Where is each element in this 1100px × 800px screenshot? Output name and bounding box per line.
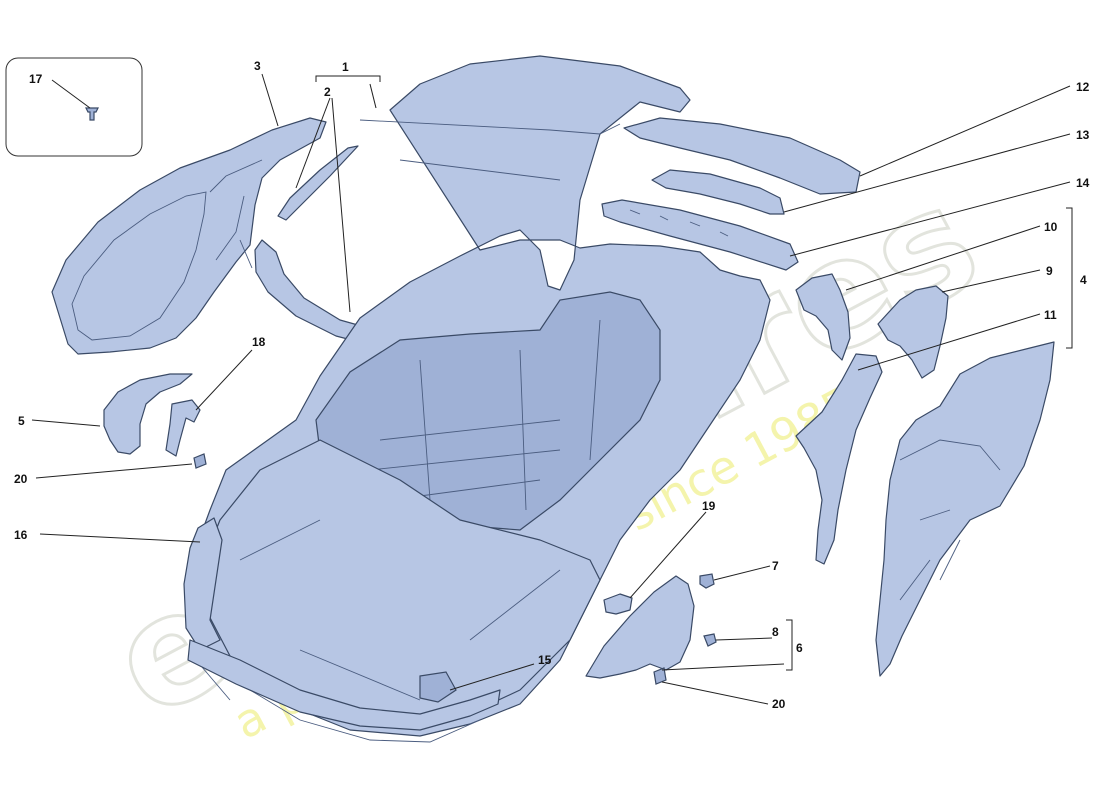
callout-6: 6: [796, 641, 803, 655]
callout-20-lower: 20: [772, 697, 786, 711]
part-13-rear-trim[interactable]: [651, 169, 785, 215]
part-6-front-fender-right[interactable]: [585, 575, 695, 679]
part-14-rear-crossmember[interactable]: [601, 199, 799, 271]
callout-1: 1: [342, 60, 349, 74]
part-5-front-fender-left[interactable]: [103, 373, 193, 455]
callout-11: 11: [1044, 308, 1057, 322]
callout-4: 4: [1080, 273, 1087, 287]
part-7-clip[interactable]: [699, 573, 715, 589]
part-11-rear-side-member[interactable]: [795, 353, 883, 565]
part-20-clip-lower[interactable]: [653, 667, 667, 685]
callout-15: 15: [538, 653, 552, 667]
callout-14: 14: [1076, 176, 1090, 190]
part-18-bracket[interactable]: [165, 399, 201, 457]
part-9-rear-reinforcement[interactable]: [877, 285, 949, 379]
part-10-rear-bracket[interactable]: [795, 273, 851, 361]
part-19-bracket[interactable]: [603, 593, 633, 615]
callout-3: 3: [254, 59, 261, 73]
inset-box: [5, 57, 143, 157]
callout-labels: 17 1 2 3 12 13 14 10 9 11 4 5 18 20 16 1…: [14, 59, 1090, 711]
callout-19: 19: [702, 499, 716, 513]
callout-18: 18: [252, 335, 266, 349]
callout-10: 10: [1044, 220, 1058, 234]
callout-7: 7: [772, 559, 779, 573]
callout-20-upper: 20: [14, 472, 28, 486]
part-4-rear-quarter-panel[interactable]: [875, 341, 1055, 677]
callout-8: 8: [772, 625, 779, 639]
part-2-a-pillar-trim[interactable]: [277, 145, 359, 221]
inset-frame: [5, 57, 143, 157]
screw-part-17[interactable]: [85, 107, 99, 121]
callout-5: 5: [18, 414, 25, 428]
part-1-body-shell[interactable]: [189, 55, 771, 743]
part-16-front-structure[interactable]: [183, 517, 223, 651]
part-15-front-beam[interactable]: [187, 639, 501, 731]
leader-lines: [31, 73, 1073, 705]
callout-13: 13: [1076, 128, 1090, 142]
callout-17: 17: [29, 72, 43, 86]
callout-2: 2: [324, 85, 331, 99]
callout-9: 9: [1046, 264, 1053, 278]
callout-16: 16: [14, 528, 28, 542]
part-8-clip[interactable]: [703, 633, 717, 647]
callout-12: 12: [1076, 80, 1090, 94]
part-20-clip-upper[interactable]: [193, 453, 207, 469]
part-3-side-frame[interactable]: [51, 117, 327, 355]
